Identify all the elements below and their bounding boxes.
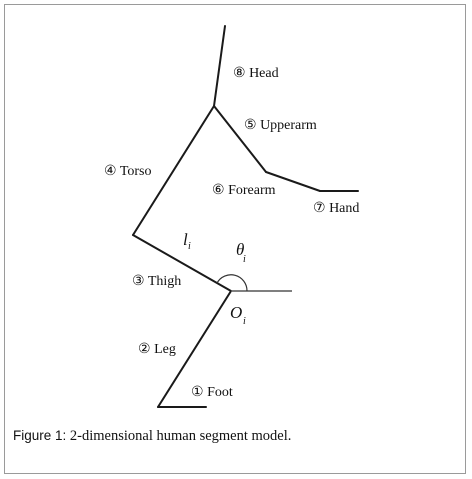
caption-text: 2-dimensional human segment model.	[66, 428, 292, 444]
head-segment	[213, 25, 226, 107]
angle-arc	[216, 274, 248, 292]
label-leg: ② Leg	[138, 342, 176, 357]
label-head: ⑧ Head	[233, 66, 279, 81]
figure-caption: Figure 1: 2-dimensional human segment mo…	[13, 428, 291, 445]
angle-symbol: θ	[236, 240, 244, 259]
length-subscript: i	[188, 241, 191, 252]
torso-segment	[132, 105, 215, 236]
angle-subscript: i	[243, 254, 246, 265]
label-foot: ① Foot	[191, 385, 233, 400]
label-torso: ④ Torso	[104, 164, 152, 179]
thigh-segment	[132, 234, 232, 292]
label-thigh: ③ Thigh	[132, 274, 181, 289]
length-symbol: l	[183, 230, 188, 249]
leg-segment	[157, 290, 232, 408]
label-forearm: ⑥ Forearm	[212, 183, 276, 198]
origin-symbol: O	[230, 303, 242, 322]
forearm-segment	[265, 171, 321, 192]
origin-subscript: i	[243, 316, 246, 327]
caption-label: Figure 1:	[13, 428, 67, 443]
label-hand: ⑦ Hand	[313, 201, 359, 216]
label-upperarm: ⑤ Upperarm	[244, 118, 317, 133]
upperarm-segment	[213, 105, 267, 173]
figure-frame	[4, 4, 466, 474]
